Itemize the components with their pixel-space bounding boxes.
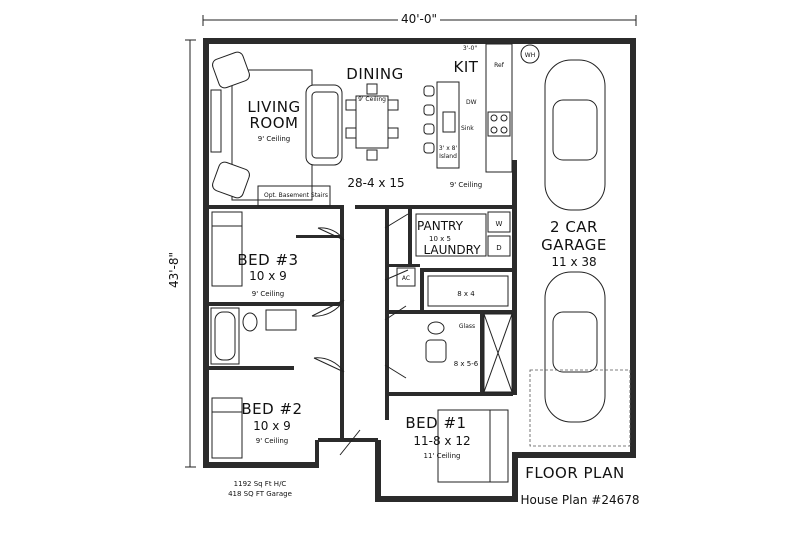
hall-bath bbox=[210, 307, 297, 365]
glass-label: Glass bbox=[459, 323, 475, 330]
living-room-name-1: LIVING bbox=[247, 98, 300, 116]
toilet bbox=[427, 321, 445, 335]
water-heater-label: WH bbox=[525, 52, 535, 59]
car-top bbox=[544, 59, 606, 211]
closet bbox=[427, 275, 509, 307]
washer bbox=[487, 211, 511, 233]
water-heater bbox=[520, 44, 540, 64]
garage-cars bbox=[544, 59, 606, 423]
fireplace bbox=[210, 89, 222, 153]
kitchen bbox=[423, 43, 540, 173]
doors bbox=[311, 213, 409, 456]
kitchen-dimension: 3'-0" bbox=[463, 45, 477, 52]
living-room bbox=[210, 51, 343, 207]
living-room-ceiling: 9' Ceiling bbox=[258, 135, 291, 143]
pantry-size: 10 x 5 bbox=[429, 235, 451, 243]
armchair-top bbox=[212, 51, 250, 89]
island-size: 3' x 8' bbox=[439, 145, 458, 152]
bed-1-ceiling: 11' Ceiling bbox=[424, 452, 461, 460]
refrigerator-label: Ref bbox=[494, 62, 505, 69]
overall-depth-label: 43'-8" bbox=[167, 252, 181, 288]
dishwasher-label: DW bbox=[466, 99, 477, 106]
kitchen-counter bbox=[485, 43, 513, 173]
bed-3-furniture bbox=[211, 211, 243, 287]
sqft-heated: 1192 Sq Ft H/C bbox=[234, 480, 287, 488]
interior-walls bbox=[209, 160, 517, 440]
basement-stairs bbox=[257, 185, 331, 207]
closet-size: 8 x 4 bbox=[457, 290, 475, 298]
car-bottom bbox=[544, 271, 606, 423]
exterior-walls bbox=[203, 38, 636, 502]
garage-storage-outline bbox=[529, 369, 631, 447]
bed-3-size: 10 x 9 bbox=[249, 269, 287, 283]
hall-vanity bbox=[265, 309, 297, 331]
bed-3-name: BED #3 bbox=[237, 251, 298, 269]
dining-name: DINING bbox=[346, 65, 403, 83]
basement-stairs-note: Opt. Basement Stairs bbox=[264, 192, 328, 199]
floor-plan-title: FLOOR PLAN bbox=[525, 464, 624, 482]
bed-2-size: 10 x 9 bbox=[253, 419, 291, 433]
pantry-name: PANTRY bbox=[417, 219, 464, 233]
sink-label: Sink bbox=[461, 125, 474, 132]
bed-2-furniture bbox=[211, 397, 243, 459]
house-plan-number: House Plan #24678 bbox=[521, 493, 640, 507]
bed-2-name: BED #2 bbox=[241, 400, 302, 418]
sink bbox=[442, 111, 456, 133]
bed-3-ceiling: 9' Ceiling bbox=[252, 290, 285, 298]
range bbox=[487, 111, 511, 137]
master-bath-size: 8 x 5-6 bbox=[454, 360, 479, 368]
master-bath bbox=[425, 313, 513, 393]
bed-1-size: 11-8 x 12 bbox=[413, 434, 470, 448]
laundry-name: LAUNDRY bbox=[423, 243, 481, 257]
dining-ceiling: 9' Ceiling bbox=[358, 96, 386, 103]
overall-width-label: 40'-0" bbox=[401, 12, 437, 26]
island-label: Island bbox=[439, 153, 457, 160]
dining-size: 28-4 x 15 bbox=[347, 176, 404, 190]
kitchen-ceiling: 9' Ceiling bbox=[450, 181, 483, 189]
garage-name-1: 2 CAR bbox=[550, 218, 598, 236]
dryer-label: D bbox=[496, 244, 501, 252]
armchair-bottom bbox=[212, 161, 250, 199]
washer-label: W bbox=[496, 220, 503, 228]
garage-size: 11 x 38 bbox=[551, 255, 596, 269]
living-room-name-2: ROOM bbox=[250, 114, 299, 132]
bed-2-ceiling: 9' Ceiling bbox=[256, 437, 289, 445]
bed-1-name: BED #1 bbox=[405, 414, 466, 432]
pantry-shelf bbox=[415, 213, 487, 257]
sqft-garage: 418 SQ FT Garage bbox=[228, 490, 292, 498]
vanity-sink bbox=[425, 339, 447, 363]
dryer bbox=[487, 235, 511, 257]
dining-table bbox=[345, 83, 399, 161]
hall-toilet bbox=[242, 312, 258, 332]
bed-1-furniture bbox=[437, 409, 509, 483]
ac-label: AC bbox=[402, 275, 410, 282]
kitchen-name: KIT bbox=[454, 58, 479, 76]
garage-name-2: GARAGE bbox=[541, 236, 607, 254]
